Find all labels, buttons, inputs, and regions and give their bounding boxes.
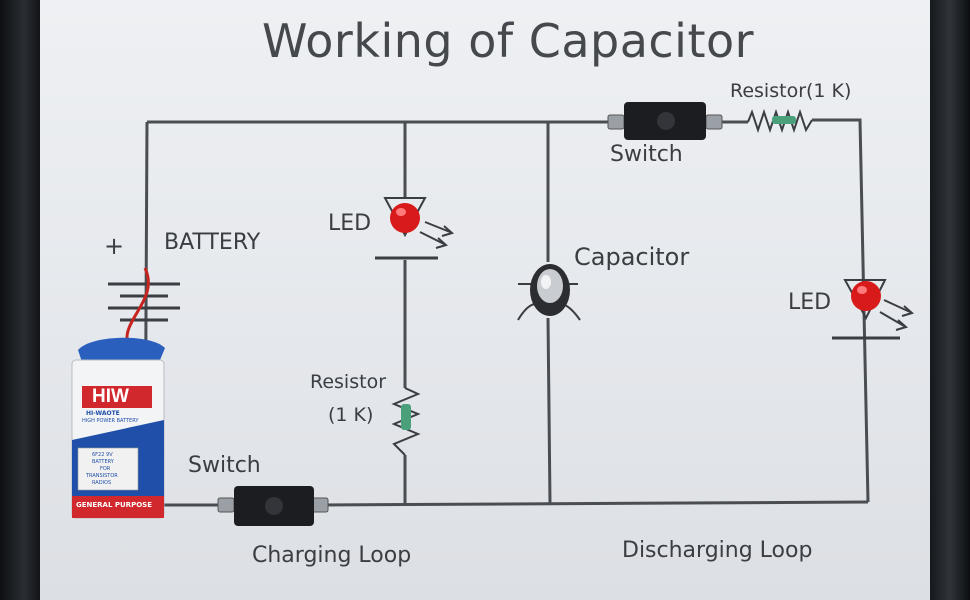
switch-top-graphic — [607, 102, 723, 140]
battery-model-2: BATTERY — [92, 459, 114, 465]
led-right-graphic — [832, 279, 915, 340]
battery-subtitle: HI-WAOTE — [86, 410, 120, 417]
resistor-top-graphic — [747, 108, 813, 134]
battery-model-4: TRANSISTOR — [86, 473, 118, 479]
resistor-top-label: Resistor(1 K) — [730, 80, 852, 102]
charging-loop-label: Charging Loop — [252, 543, 412, 568]
switch-bottom-label: Switch — [188, 453, 261, 478]
resistor-mid-graphic — [391, 387, 421, 456]
led-left-label: LED — [328, 211, 372, 236]
battery-power-text: HIGH POWER BATTERY — [82, 418, 139, 424]
battery-label: BATTERY — [164, 230, 261, 255]
battery-brand: HIW — [92, 386, 129, 407]
wire-bottom-main — [319, 500, 869, 507]
discharging-loop-label: Discharging Loop — [622, 538, 813, 563]
circuit-wires — [143, 118, 870, 507]
battery-model-1: 6F22 9V — [92, 452, 113, 458]
wire-right-loop — [812, 118, 870, 503]
battery-red-wire — [125, 267, 150, 346]
dark-background-right — [930, 0, 970, 600]
battery-purpose: GENERAL PURPOSE — [76, 501, 152, 509]
resistor-mid-label: Resistor — [310, 371, 386, 393]
battery-model-3: FOR — [100, 466, 111, 472]
battery-model-5: RADIOS — [92, 480, 112, 486]
capacitor-graphic — [517, 264, 581, 321]
switch-top-label: Switch — [610, 142, 683, 167]
paper-sheet — [40, 0, 930, 600]
led-right-label: LED — [788, 290, 832, 315]
dark-background-left — [0, 0, 40, 600]
nine-volt-battery — [71, 337, 165, 519]
battery-symbol — [108, 282, 180, 322]
switch-bottom-graphic — [217, 486, 329, 526]
led-left-graphic — [375, 197, 455, 260]
capacitor-label: Capacitor — [574, 243, 690, 271]
page-title: Working of Capacitor — [262, 14, 755, 68]
resistor-mid-value: (1 K) — [328, 404, 374, 426]
wire-cap-bottom — [546, 317, 552, 504]
battery-plus-sign: + — [104, 232, 125, 260]
